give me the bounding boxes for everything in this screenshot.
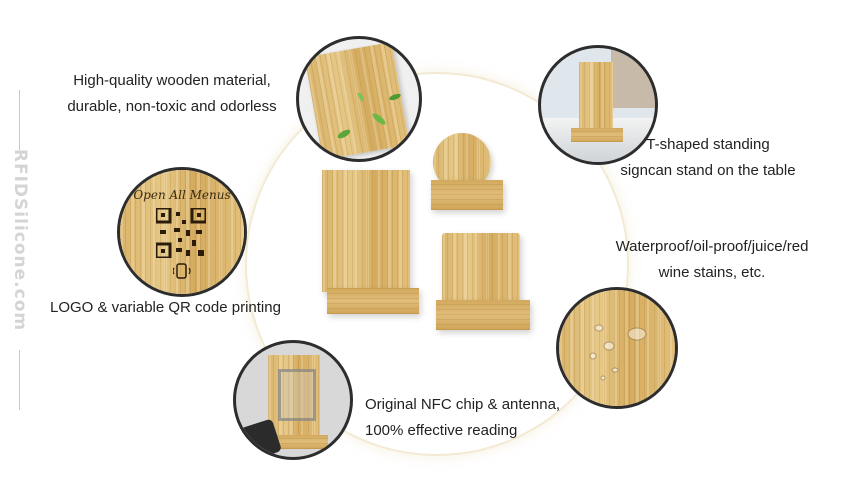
feature-qr-line1: LOGO & variable QR code printing [50,299,281,316]
nfc-wood-card-image [268,355,320,435]
feature-stand-line2: signcan stand on the table [620,162,796,179]
feature-waterproof-line2: wine stains, etc. [658,264,766,281]
nfc-tap-icon [173,263,191,279]
nfc-antenna-image [278,369,316,421]
watermark-line-top [19,90,20,150]
feature-material-line1: High-quality wooden material, [73,72,271,89]
product-round-base [431,180,503,210]
product-large-card [322,170,410,292]
stand-card-image [579,62,613,130]
leaf-icon [337,92,401,139]
nfc-closeup-circle [233,340,353,460]
feature-material-line2: durable, non-toxic and odorless [67,98,277,115]
wifi-icon [239,435,248,451]
background-furniture-image [611,48,655,108]
product-square-base [436,300,530,330]
waterproof-wood-background [559,290,675,406]
stand-closeup-circle [538,45,658,165]
decorative-ring [245,72,629,456]
watermark: RFIDSilicone.com [3,90,31,410]
product-large-base [327,288,419,314]
qr-menu-title: Open All Menus [133,188,231,202]
water-drop-icon [589,324,647,381]
qr-code-icon [156,208,206,258]
feature-waterproof-text: Waterproof/oil-proof/juice/red wine stai… [598,234,826,286]
feature-nfc-line1: Original NFC chip & antenna, [365,396,561,413]
watermark-text: RFIDSilicone.com [10,148,30,332]
qr-wood-background [120,170,244,294]
watermark-line-bottom [19,350,20,410]
waterproof-closeup-circle [556,287,678,409]
feature-nfc-line2: 100% effective reading [365,422,518,439]
material-closeup-circle [296,36,422,162]
nfc-reader-card-image [236,418,283,457]
feature-stand-text: T-shaped standing signcan stand on the t… [608,132,808,184]
stand-base-image [571,128,623,142]
feature-stand-line1: T-shaped standing [646,136,770,153]
feature-material-text: High-quality wooden material, durable, n… [57,68,287,120]
qr-closeup-circle: Open All Menus [117,167,247,297]
product-square-card [442,233,520,309]
feature-nfc-text: Original NFC chip & antenna, 100% effect… [365,392,560,444]
feature-waterproof-line1: Waterproof/oil-proof/juice/red [615,238,809,255]
feature-qr-text: LOGO & variable QR code printing [50,295,281,321]
